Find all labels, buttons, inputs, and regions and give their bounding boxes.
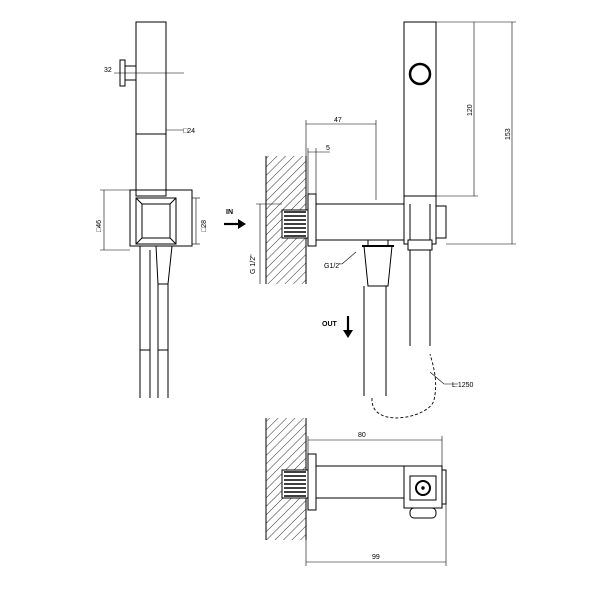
dim-handle-length-label: 120	[467, 104, 474, 116]
front-view	[256, 21, 516, 419]
front-button	[408, 62, 432, 86]
dim-flange-label: 5	[326, 145, 330, 152]
dim-total-height-label: 153	[505, 128, 512, 140]
front-holder	[403, 195, 437, 245]
dim-hose-length-label: L.1250	[452, 382, 474, 389]
dim-projection-label: 80	[358, 432, 366, 439]
flow-in-label: IN	[226, 209, 233, 216]
front-flange	[307, 193, 317, 247]
dim-cap-square-label: □28	[201, 220, 208, 232]
dim-base-square-label: □46	[96, 220, 103, 232]
side-handle-body	[135, 21, 167, 197]
hose-loop-dashed	[371, 353, 437, 419]
dim-knob-label: 32	[104, 67, 112, 74]
dim-body-square-label: □24	[183, 128, 195, 135]
dim-hose-thread-label: G1/2"	[324, 263, 342, 270]
front-horizontal-body	[315, 203, 411, 241]
top-flange	[307, 453, 317, 511]
top-view	[265, 418, 447, 566]
flow-out-label: OUT	[322, 321, 338, 328]
flow-in-arrow	[224, 219, 246, 229]
side-cap	[135, 197, 177, 245]
top-button	[415, 480, 431, 496]
side-view	[100, 21, 200, 398]
dim-total-depth-label: 99	[372, 554, 380, 561]
front-handle	[403, 21, 437, 197]
side-hose-connector	[155, 245, 173, 285]
flow-out-arrow	[343, 316, 353, 338]
front-hose-connector	[363, 245, 393, 287]
top-body	[315, 465, 411, 499]
dim-offset-label: 47	[334, 117, 342, 124]
dim-wall-thread-label: G 1/2"	[250, 254, 257, 274]
